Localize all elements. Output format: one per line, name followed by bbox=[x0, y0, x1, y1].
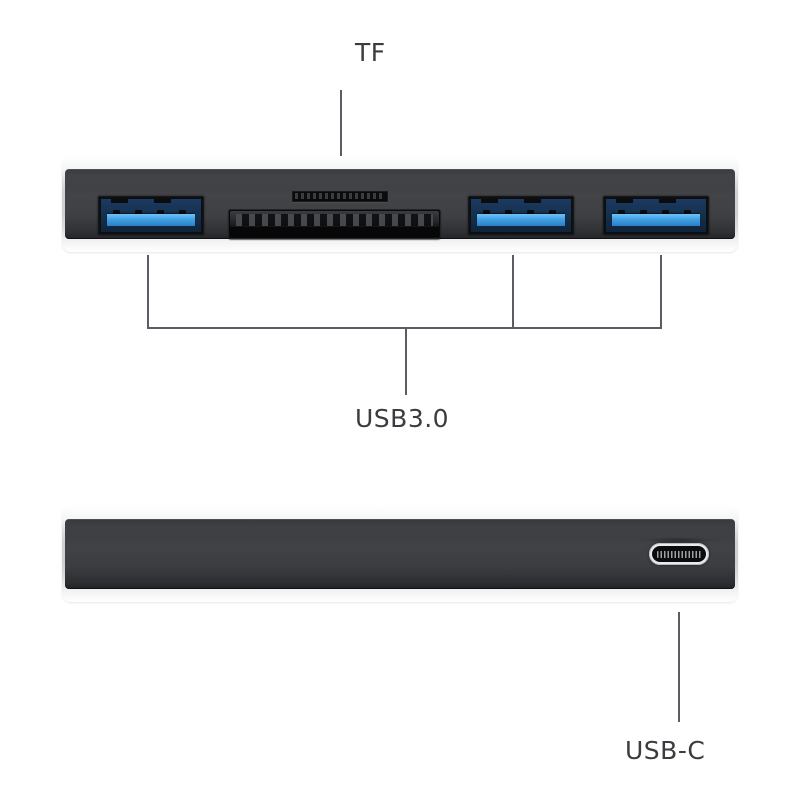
usb-port-2-tongue bbox=[477, 214, 565, 226]
usb-port-2-pin bbox=[527, 210, 534, 217]
label-usbc: USB-C bbox=[625, 736, 706, 765]
rear-face-sheen bbox=[65, 519, 735, 540]
usb-port-2-tab-right bbox=[524, 199, 541, 203]
usb-port-3-pin bbox=[640, 210, 647, 217]
usb-3-0-port-1 bbox=[98, 196, 204, 235]
usb-3-0-port-2 bbox=[468, 196, 574, 235]
leader-bracket-horizontal bbox=[147, 327, 662, 329]
leader-bracket-riser-right bbox=[660, 255, 662, 329]
usb-port-1-pin bbox=[179, 210, 186, 217]
usb-port-2-pin bbox=[505, 210, 512, 217]
leader-bracket-riser-middle bbox=[512, 255, 514, 329]
usb-port-3-pin bbox=[684, 210, 691, 217]
sd-card-slot bbox=[228, 209, 441, 239]
usb-c-port-cavity bbox=[652, 546, 706, 562]
usb-port-2-pin bbox=[483, 210, 490, 217]
leader-line-tf bbox=[340, 90, 342, 166]
rear-face-panel bbox=[65, 519, 735, 589]
usb-port-1-pin bbox=[113, 210, 120, 217]
usb-port-1-tab-right bbox=[154, 199, 171, 203]
usb-port-1-cavity bbox=[101, 199, 201, 232]
usb-port-1-tongue bbox=[107, 214, 195, 226]
usb-3-0-port-3 bbox=[603, 196, 709, 235]
usb-port-1-pin bbox=[135, 210, 142, 217]
leader-line-usbc bbox=[678, 612, 680, 722]
front-face-panel bbox=[65, 169, 735, 239]
usb-c-port-shadow bbox=[643, 537, 715, 543]
usb-port-3-pin bbox=[662, 210, 669, 217]
usb-port-3-cavity bbox=[606, 199, 706, 232]
hub-rear-face bbox=[62, 506, 738, 602]
usb-port-3-tab-right bbox=[659, 199, 676, 203]
usb-port-2-pin bbox=[549, 210, 556, 217]
label-usb30: USB3.0 bbox=[355, 404, 450, 433]
usb-port-1-pin bbox=[157, 210, 164, 217]
sd-card-slot-rim bbox=[230, 211, 439, 227]
usb-port-1-tab-left bbox=[111, 199, 128, 203]
label-tf: TF bbox=[355, 38, 386, 67]
usb-port-2-cavity bbox=[471, 199, 571, 232]
usb-port-3-pin bbox=[618, 210, 625, 217]
hub-front-face bbox=[62, 156, 738, 252]
usb-port-2-tab-left bbox=[481, 199, 498, 203]
sd-card-slot-contacts bbox=[236, 214, 433, 226]
usb-c-port bbox=[649, 543, 709, 565]
usb-port-3-tab-left bbox=[616, 199, 633, 203]
leader-bracket-riser-left bbox=[147, 255, 149, 329]
card-reader-assembly bbox=[228, 185, 441, 247]
sd-card-slot-mouth bbox=[230, 227, 439, 237]
usb-port-3-tongue bbox=[612, 214, 700, 226]
tf-card-slot-contacts bbox=[295, 193, 385, 199]
leader-bracket-stem bbox=[405, 327, 407, 395]
usb-c-port-contacts bbox=[657, 551, 701, 558]
tf-card-slot bbox=[292, 191, 388, 202]
